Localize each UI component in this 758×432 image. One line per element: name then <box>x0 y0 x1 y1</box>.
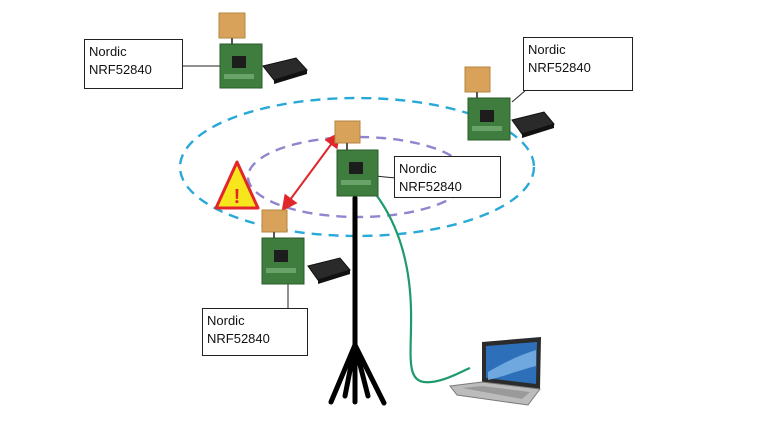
node-label-line: NRF52840 <box>89 62 152 77</box>
node-label-bottom-left: Nordic NRF52840 <box>202 308 308 356</box>
node-label-line: NRF52840 <box>399 179 462 194</box>
battery-bottom-left <box>307 257 351 284</box>
nrf-board-top-left <box>218 12 263 89</box>
tripod <box>328 195 387 406</box>
warning-symbol: ! <box>234 186 241 208</box>
node-label-line: Nordic <box>207 313 245 328</box>
node-label-center: Nordic NRF52840 <box>394 156 501 198</box>
link-arrow <box>281 131 341 212</box>
nrf-board-top-right <box>464 66 511 141</box>
node-label-line: Nordic <box>399 161 437 176</box>
node-label-line: NRF52840 <box>207 331 270 346</box>
outer-range-ellipse <box>178 96 536 238</box>
nrf-board-center <box>334 120 379 197</box>
warning-icon: ! <box>214 160 260 210</box>
node-label-line: NRF52840 <box>528 60 591 75</box>
node-label-top-left: Nordic NRF52840 <box>84 39 183 89</box>
usb-cable <box>376 195 471 384</box>
nrf-board-bottom-left <box>261 209 305 285</box>
battery-top-right <box>511 111 555 138</box>
node-label-top-right: Nordic NRF52840 <box>523 37 633 91</box>
laptop-icon <box>449 337 541 406</box>
battery-top-left <box>262 57 308 84</box>
node-label-line: Nordic <box>89 44 127 59</box>
node-label-line: Nordic <box>528 42 566 57</box>
